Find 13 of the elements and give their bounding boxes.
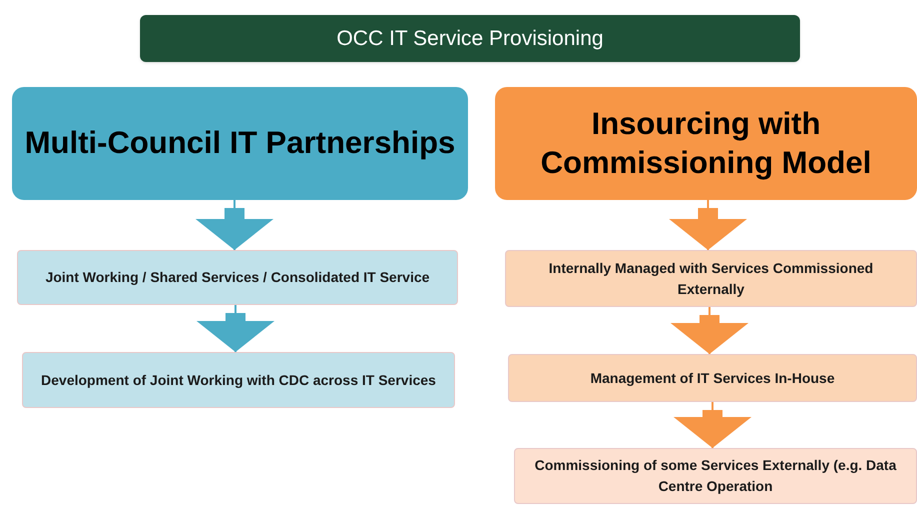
process-box: Internally Managed with Services Commissioned Externally bbox=[505, 250, 917, 307]
process-box: Management of IT Services In-House bbox=[508, 354, 917, 402]
process-box: Commissioning of some Services Externally (e.g. Data Centre Operation bbox=[514, 448, 917, 504]
block-arrow bbox=[196, 200, 274, 250]
block-arrow bbox=[196, 305, 274, 352]
block-arrow bbox=[674, 402, 752, 448]
process-box: Development of Joint Working with CDC across IT Services bbox=[22, 352, 455, 408]
category-box: Insourcing with Commissioning Model bbox=[495, 87, 917, 200]
category-box: Multi-Council IT Partnerships bbox=[12, 87, 468, 200]
title-banner: OCC IT Service Provisioning bbox=[140, 15, 800, 62]
block-arrow bbox=[670, 307, 748, 354]
block-arrow bbox=[669, 200, 747, 250]
process-box: Joint Working / Shared Services / Consolidated IT Service bbox=[17, 250, 458, 305]
